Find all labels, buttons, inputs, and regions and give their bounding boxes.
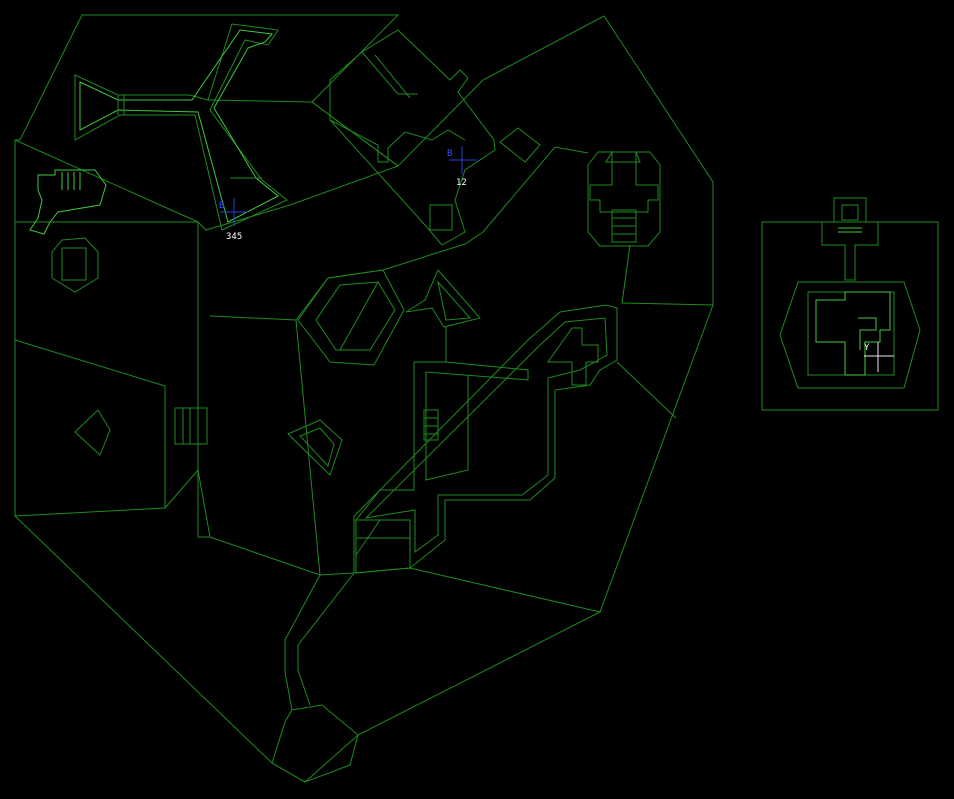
- center-hex-inner: [315, 281, 396, 351]
- zigzag-lower-diag: [355, 519, 381, 556]
- center-corridor-right: [425, 361, 529, 481]
- zigzag-top-room: [547, 327, 599, 386]
- vault-inner: [589, 150, 659, 213]
- top-complex-ladder-right: [374, 54, 411, 99]
- center-left-divider: [209, 315, 321, 576]
- player-marker-y[interactable]: Y: [864, 342, 894, 372]
- left-hex-room: [51, 237, 99, 293]
- player-marker-b-345[interactable]: B 345: [219, 198, 248, 242]
- y-shaped-structure: [74, 23, 288, 231]
- left-diamond-pillar: [74, 409, 111, 456]
- y-structure-outer: [74, 23, 288, 231]
- marker-letter: B: [447, 149, 452, 159]
- zigzag-outer: [354, 304, 618, 570]
- marker-letter: Y: [864, 343, 870, 353]
- center-wedge-inner: [299, 427, 335, 467]
- center-arrow-inner: [437, 280, 472, 321]
- top-center-complex: [329, 29, 541, 246]
- top-diagonal-left: [207, 99, 399, 167]
- top-complex-ladder-left: [361, 51, 418, 95]
- left-chamber-wall: [14, 139, 210, 538]
- top-complex-outer: [329, 29, 496, 246]
- center-corridor-left: [353, 327, 447, 573]
- top-complex-box: [429, 204, 453, 231]
- marker-number: 12: [456, 178, 467, 188]
- top-complex-rail: [329, 119, 466, 163]
- left-door-frame: [174, 407, 208, 445]
- marker-letter: B: [219, 201, 224, 211]
- left-lower-divider: [14, 339, 166, 517]
- tower-hex-outer: [779, 281, 921, 389]
- left-small-rooms: [29, 169, 208, 456]
- main-level-walls: [14, 14, 714, 783]
- y-structure-inner: [79, 29, 279, 223]
- left-hex-inner: [61, 247, 87, 281]
- tower-hex-inner: [807, 291, 895, 376]
- zigzag-lower-room: [355, 519, 411, 574]
- center-upper-link: [295, 231, 484, 321]
- bottom-left-diagonal: [164, 468, 601, 613]
- tower-notch-box: [841, 204, 859, 221]
- center-stair: [423, 409, 439, 441]
- exit-corridor-left: [284, 574, 321, 711]
- marker-number: 345: [226, 232, 242, 242]
- zigzag-corridor: [354, 304, 618, 574]
- tower-frame: [761, 221, 939, 411]
- tower-cross-room: [815, 291, 891, 376]
- right-divider-2: [616, 361, 677, 419]
- center-hex-outer: [297, 269, 405, 366]
- tower-inner-bright: [858, 317, 877, 350]
- left-pipe-room: [29, 169, 107, 235]
- center-structures: [287, 269, 529, 573]
- center-wedge: [287, 419, 343, 476]
- vault-outer: [587, 151, 661, 247]
- right-divider-3: [482, 146, 589, 233]
- exit-room: [271, 704, 359, 783]
- center-arrow-room: [405, 269, 481, 328]
- right-divider-1: [621, 244, 714, 306]
- center-hex-diagonal: [339, 281, 379, 351]
- tower-area: [761, 197, 939, 411]
- map-markers: B 345 B 12 Y: [219, 146, 894, 372]
- zigzag-inner: [364, 317, 608, 553]
- right-vault-room: [587, 150, 661, 247]
- outer-hull-wall: [14, 14, 714, 783]
- tower-top-notch: [821, 197, 879, 281]
- top-complex-side-room: [499, 127, 541, 163]
- player-marker-b-12[interactable]: B 12: [447, 146, 477, 188]
- exit-corridor-right: [297, 572, 355, 706]
